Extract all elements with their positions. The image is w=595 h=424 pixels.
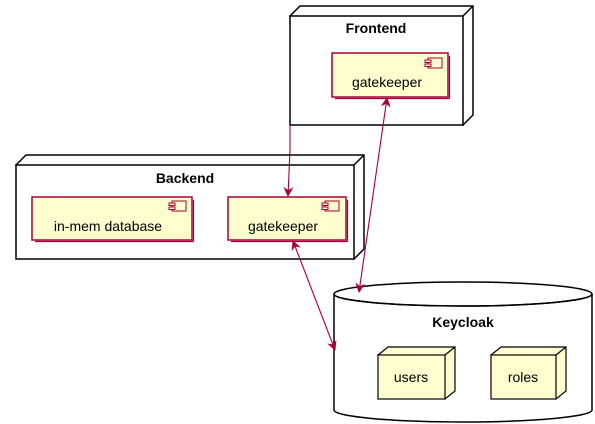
node-backend-title: Backend — [156, 170, 214, 186]
edges — [283, 97, 391, 351]
node-roles-label: roles — [508, 369, 538, 385]
database-keycloak: Keycloak users roles — [333, 281, 593, 423]
component-icon — [168, 200, 187, 212]
node-frontend-title: Frontend — [346, 20, 407, 36]
component-backend-gatekeeper[interactable]: gatekeeper — [227, 196, 349, 243]
component-icon — [321, 200, 340, 212]
node-users-box — [377, 354, 446, 400]
node-roles[interactable]: roles — [489, 346, 567, 400]
component-icon — [424, 57, 443, 69]
node-backend: Backend in-mem database gatekeeper — [14, 154, 365, 260]
database-keycloak-title: Keycloak — [432, 314, 494, 330]
edge-frontend-to-backend-gatekeeper — [283, 125, 294, 197]
component-in-mem-database-label: in-mem database — [54, 218, 162, 234]
node-frontend: Frontend gatekeeper — [288, 5, 474, 126]
component-frontend-gatekeeper-label: gatekeeper — [352, 74, 422, 90]
component-frontend-gatekeeper[interactable]: gatekeeper — [331, 52, 451, 100]
node-users-label: users — [394, 369, 428, 385]
node-roles-box — [490, 354, 557, 400]
edge-backend-gatekeeper-keycloak — [291, 240, 337, 351]
edge-frontend-gatekeeper-keycloak — [355, 97, 391, 293]
component-in-mem-database-box — [31, 196, 193, 241]
component-in-mem-database[interactable]: in-mem database — [31, 196, 195, 243]
node-users[interactable]: users — [376, 346, 456, 400]
component-backend-gatekeeper-label: gatekeeper — [248, 218, 318, 234]
